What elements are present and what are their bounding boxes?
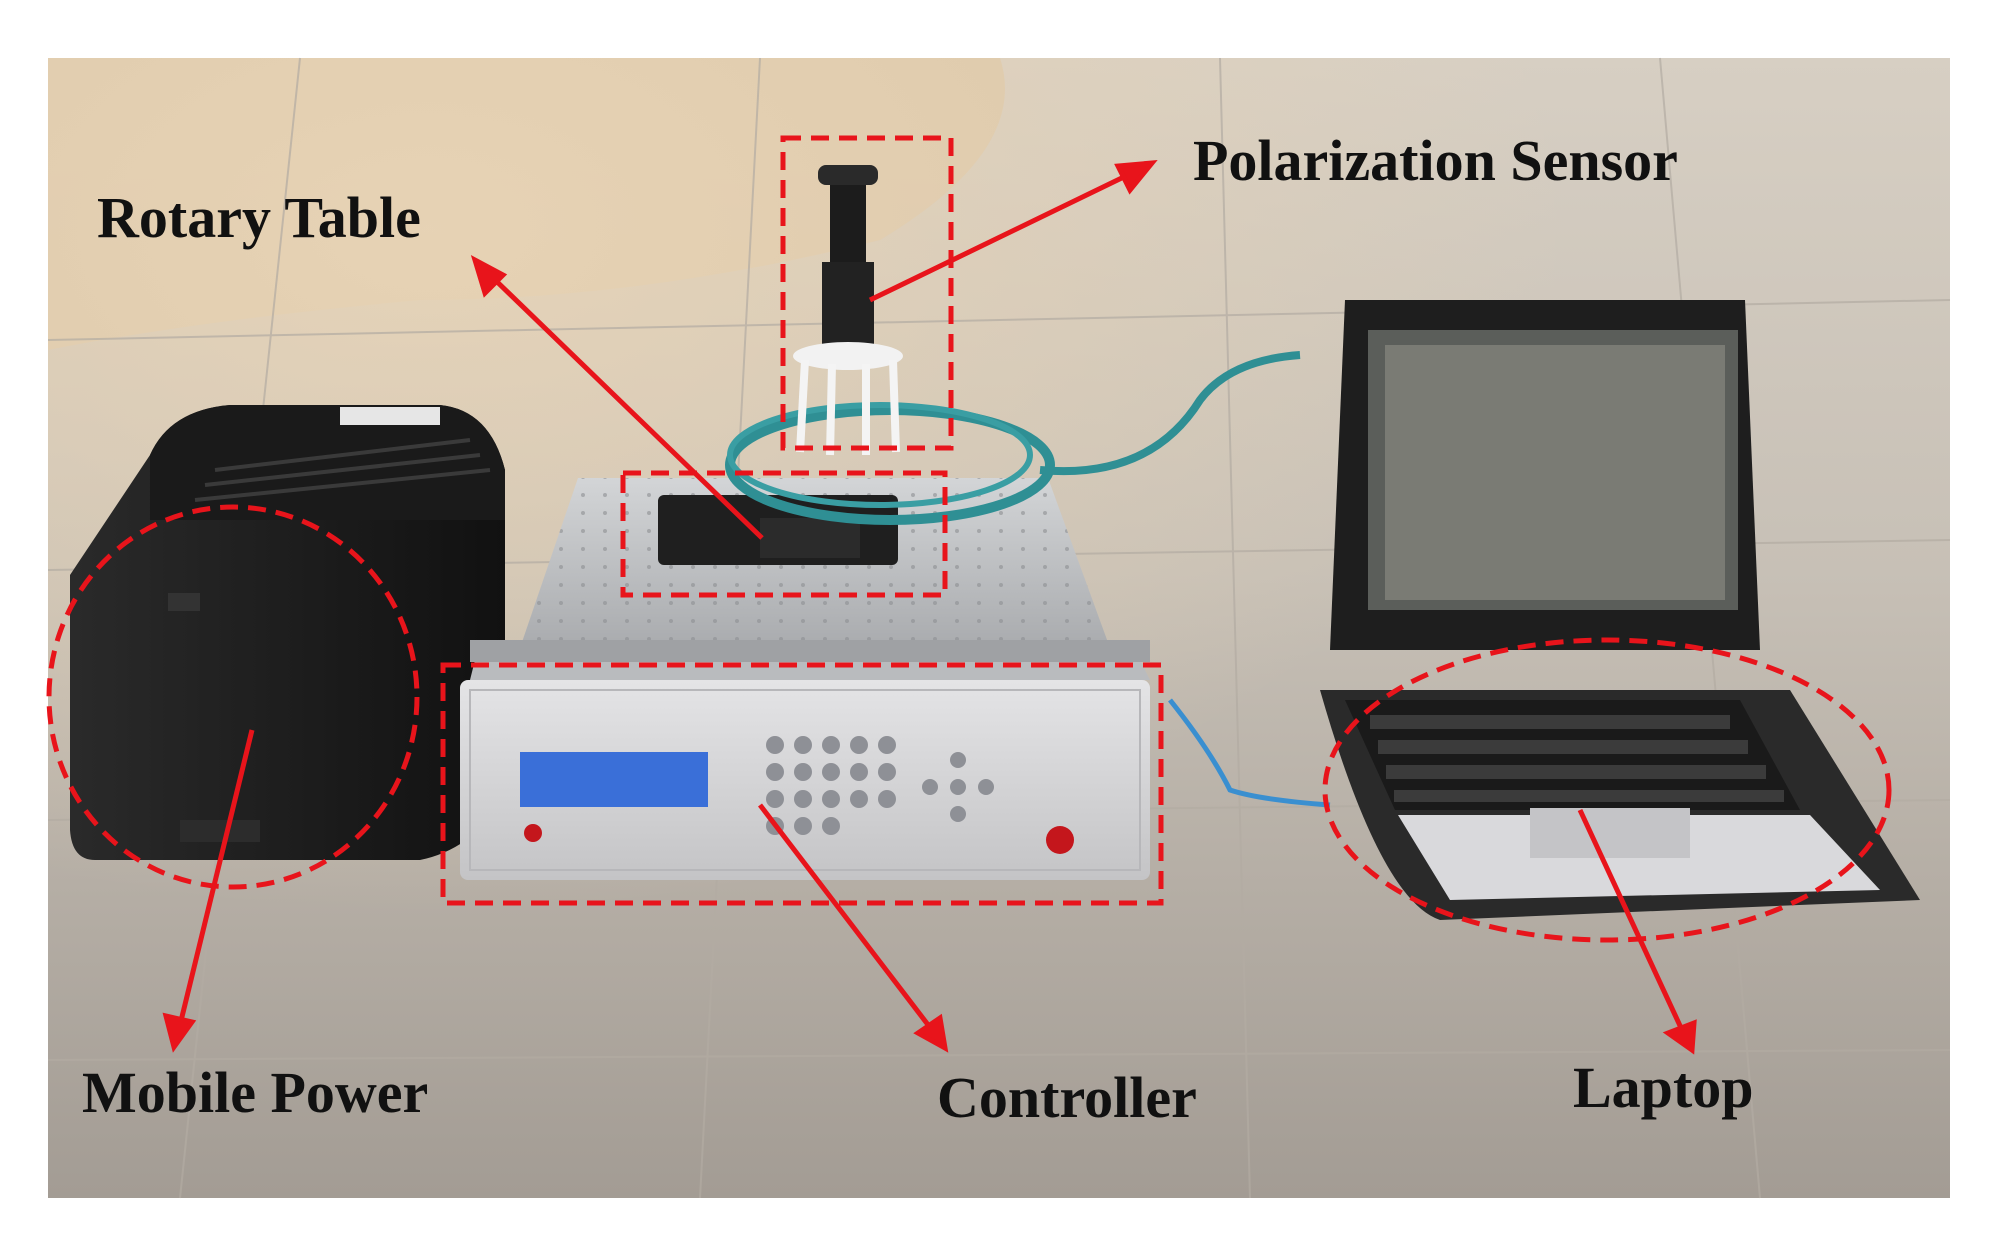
mobile-power-highlight-ellipse (46, 504, 420, 890)
label-polarization-sensor: Polarization Sensor (1193, 128, 1678, 193)
controller-highlight-box (440, 662, 1164, 906)
label-laptop: Laptop (1573, 1055, 1754, 1120)
laptop-computer (1168, 300, 1920, 920)
controller-arrow (758, 803, 949, 1053)
annotation-arrows (162, 159, 1697, 1055)
label-rotary-table: Rotary Table (97, 185, 421, 250)
sensor-arrow (868, 159, 1158, 303)
rotary-table-highlight-box (620, 470, 948, 598)
laptop-arrow (1577, 808, 1697, 1055)
rotary-table-arrow (470, 254, 764, 540)
sensor-highlight-box (780, 135, 954, 451)
laptop-highlight-ellipse (1322, 637, 1892, 943)
mobile-power-unit (70, 405, 505, 860)
mobile-power-arrow (162, 729, 255, 1053)
polarization-sensor-device (793, 165, 903, 456)
label-mobile-power: Mobile Power (82, 1060, 428, 1125)
controller-unit (460, 680, 1150, 880)
annotation-shapes (46, 135, 1892, 943)
label-controller: Controller (937, 1065, 1197, 1130)
